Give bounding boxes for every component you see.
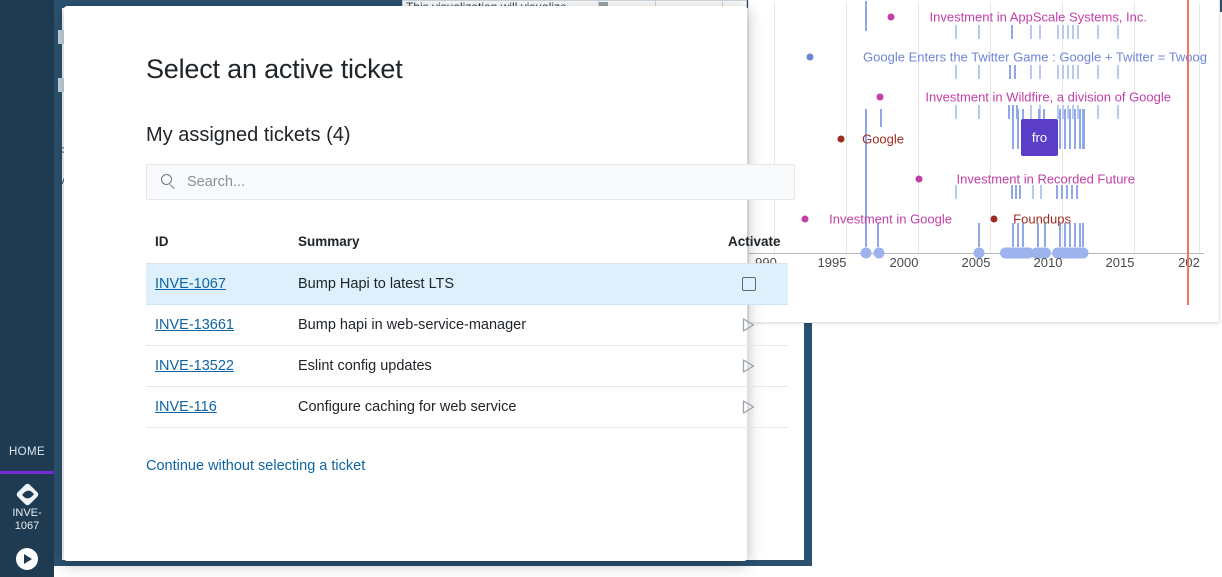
ticket-summary: Configure caching for web service <box>298 386 728 428</box>
annotation-dot-investment-google <box>801 215 809 223</box>
rail-ticket-line2: 1067 <box>14 520 40 532</box>
annotation-dot-foundups <box>990 215 998 223</box>
bg-fragment-1: I <box>58 117 62 131</box>
stop-square-icon[interactable] <box>742 277 756 292</box>
timeline-plot: Investment in AppScale Systems, Inc. Goo… <box>749 0 1219 322</box>
tick-2005: 2005 <box>961 255 991 270</box>
search-input[interactable] <box>187 174 794 190</box>
play-triangle-icon[interactable] <box>742 400 755 414</box>
search-field-wrapper[interactable] <box>146 164 795 200</box>
table-row[interactable]: INVE-13522 Eslint config updates <box>146 345 788 387</box>
assigned-tickets-table: ID Summary Activate INVE-1067 Bump Hapi … <box>146 234 788 428</box>
ticket-summary: Eslint config updates <box>298 345 728 387</box>
axis-point-1997[interactable] <box>860 247 872 259</box>
rail-ticket-line1: INVE- <box>12 507 42 519</box>
annotation-dot-appscale <box>887 13 895 21</box>
continue-without-ticket-link[interactable]: Continue without selecting a ticket <box>146 458 366 474</box>
left-nav-rail: HOME INVE- 1067 <box>0 0 54 577</box>
annotation-label-google: Google <box>862 131 904 147</box>
tick-1995: 1995 <box>817 255 847 270</box>
assigned-tickets-heading: My assigned tickets (4) <box>146 124 351 146</box>
tick-2000: 2000 <box>889 255 919 270</box>
timeline-visualization-card: Investment in AppScale Systems, Inc. Goo… <box>748 0 1220 323</box>
ticket-id-link[interactable]: INVE-13661 <box>155 317 234 333</box>
bg-fragment-2: F <box>58 145 66 159</box>
column-header-summary: Summary <box>298 234 728 264</box>
rail-active-divider <box>0 471 54 474</box>
annotation-label-twoogle: Google Enters the Twitter Game : Google … <box>863 49 1207 65</box>
search-icon <box>161 174 177 190</box>
timeline-tooltip: fro <box>1021 119 1058 156</box>
axis-point-1998[interactable] <box>873 247 885 259</box>
ticket-id-link[interactable]: INVE-116 <box>155 399 217 415</box>
annotation-dot-twoogle <box>806 53 814 61</box>
tick-2020: 202 <box>1178 255 1200 270</box>
column-header-id: ID <box>146 234 298 264</box>
annotation-dot-google <box>837 135 845 143</box>
dialog-title: Select an active ticket <box>146 54 403 84</box>
annotation-label-wildfire: Investment in Wildfire, a division of Go… <box>925 89 1171 105</box>
ticket-summary: Bump Hapi to latest LTS <box>298 263 728 305</box>
now-marker-line <box>1187 0 1189 305</box>
ticket-summary: Bump hapi in web-service-manager <box>298 304 728 346</box>
annotation-label-recorded-future: Investment in Recorded Future <box>956 171 1135 187</box>
table-row[interactable]: INVE-13661 Bump hapi in web-service-mana… <box>146 304 788 346</box>
axis-point-2010[interactable] <box>1052 247 1086 259</box>
bg-strip-1 <box>58 30 66 44</box>
bg-fragment-3: V <box>58 173 67 187</box>
column-header-activate: Activate <box>728 234 788 264</box>
annotation-label-foundups: Foundups <box>1013 211 1071 227</box>
select-ticket-dialog: Select an active ticket My assigned tick… <box>64 6 795 561</box>
table-row[interactable]: INVE-1067 Bump Hapi to latest LTS <box>146 263 788 305</box>
axis-point-2009[interactable] <box>1031 247 1051 259</box>
annotation-label-investment-google: Investment in Google <box>829 211 952 227</box>
ticket-id-link[interactable]: INVE-13522 <box>155 358 234 374</box>
bg-strip-2 <box>58 78 66 92</box>
axis-point-2005[interactable] <box>973 247 985 259</box>
play-triangle-icon[interactable] <box>742 318 755 332</box>
annotation-label-appscale: Investment in AppScale Systems, Inc. <box>929 9 1148 25</box>
tick-2015: 2015 <box>1105 255 1135 270</box>
rail-home-label[interactable]: HOME <box>8 446 46 458</box>
ticket-id-link[interactable]: INVE-1067 <box>155 276 226 292</box>
table-row[interactable]: INVE-116 Configure caching for web servi… <box>146 386 788 428</box>
axis-point-2012[interactable] <box>1077 247 1089 259</box>
table-header-row: ID Summary Activate <box>146 234 788 264</box>
annotation-dot-recorded-future <box>915 175 923 183</box>
tick-2010: 2010 <box>1033 255 1063 270</box>
axis-point-2008[interactable] <box>1000 247 1034 259</box>
annotation-dot-wildfire <box>876 93 884 101</box>
diamond-icon <box>14 482 40 507</box>
play-circle-icon[interactable] <box>16 548 38 570</box>
play-triangle-icon[interactable] <box>742 359 755 373</box>
rail-active-ticket[interactable]: INVE- 1067 <box>0 482 54 533</box>
